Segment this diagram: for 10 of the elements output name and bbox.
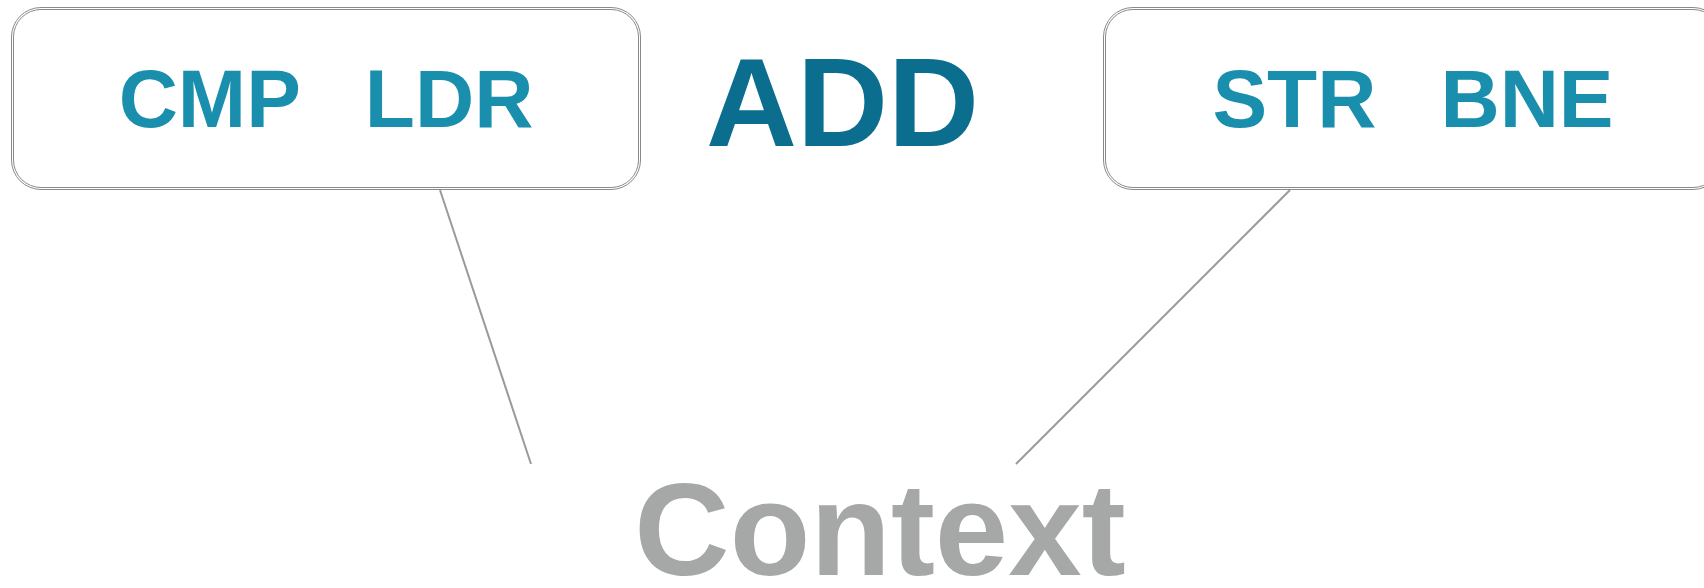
context-label: Context <box>634 464 1126 588</box>
rounded-box <box>11 7 641 190</box>
instruction-label: CMP <box>118 57 301 140</box>
instruction-label: BNE <box>1440 57 1614 140</box>
instruction-label: LDR <box>364 57 534 140</box>
rounded-box <box>1103 7 1704 190</box>
instruction-label: ADD <box>706 40 979 166</box>
connector-line <box>1015 189 1291 465</box>
instruction-label: STR <box>1212 57 1377 140</box>
connector-line <box>439 189 532 465</box>
